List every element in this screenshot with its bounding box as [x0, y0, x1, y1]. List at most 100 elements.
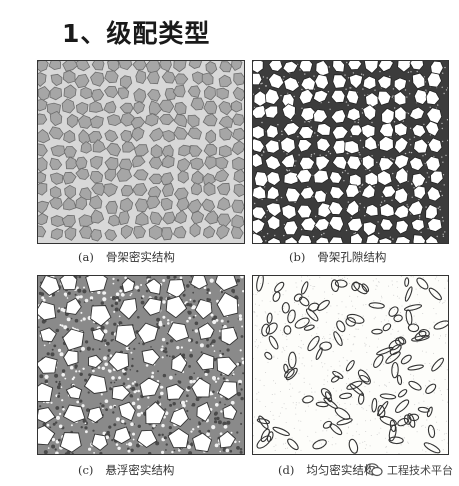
aggregate-stone — [393, 90, 407, 106]
aggregate-stone — [38, 143, 48, 157]
void-dot — [253, 93, 254, 95]
aggregate-stone — [92, 139, 107, 153]
fine-particle — [110, 381, 113, 384]
fine-particle — [340, 389, 342, 391]
aggregate-stone — [331, 125, 349, 140]
void-dot — [402, 120, 404, 122]
aggregate-stone — [191, 377, 211, 398]
wechat-icon — [365, 463, 383, 477]
void-dot — [392, 238, 394, 240]
fine-particle — [282, 331, 284, 333]
fine-particle — [350, 422, 352, 424]
void-dot — [442, 161, 444, 163]
aggregate-stone — [346, 107, 361, 122]
aggregate-stone — [169, 407, 189, 428]
aggregate-stone — [89, 155, 103, 170]
fine-particle — [206, 338, 209, 342]
aggregate-stone — [191, 71, 205, 85]
fine-particle — [285, 290, 287, 292]
fine-particle — [258, 304, 260, 306]
fine-particle — [279, 310, 281, 312]
void-dot — [304, 73, 306, 75]
fine-particle — [49, 426, 52, 429]
fine-particle — [186, 284, 190, 288]
aggregate-particle — [256, 276, 264, 292]
aggregate-stone — [90, 305, 112, 327]
aggregate-stone — [377, 90, 392, 106]
fine-particle — [446, 279, 448, 281]
fine-particle — [195, 397, 200, 402]
void-dot — [276, 199, 278, 201]
fine-particle — [373, 300, 375, 302]
fine-particle — [189, 443, 194, 447]
aggregate-particle — [272, 426, 290, 437]
fine-particle — [328, 418, 330, 420]
aggregate-stone — [134, 198, 149, 213]
void-dot — [320, 234, 323, 236]
fine-particle — [182, 293, 186, 297]
aggregate-stone — [377, 75, 392, 90]
void-dot — [409, 127, 412, 129]
void-dot — [347, 201, 349, 203]
void-dot — [328, 66, 330, 68]
fine-particle — [332, 437, 334, 438]
aggregate-stone — [89, 170, 104, 184]
fine-particle — [346, 432, 348, 434]
fine-particle — [136, 443, 140, 448]
fine-particle — [257, 345, 259, 347]
fine-particle — [169, 375, 173, 380]
fine-particle — [80, 426, 83, 429]
void-dot — [397, 188, 399, 190]
fine-particle — [295, 282, 297, 284]
fine-particle — [107, 354, 110, 357]
fine-particle — [337, 313, 339, 315]
fine-particle — [415, 421, 417, 423]
fine-particle — [347, 278, 348, 280]
fine-particle — [365, 337, 367, 339]
fine-particle — [431, 428, 433, 430]
aggregate-stone — [192, 432, 213, 453]
fine-particle — [236, 362, 240, 366]
fine-particle — [191, 305, 196, 310]
aggregate-stone — [147, 88, 161, 102]
aggregate-stone — [166, 383, 186, 400]
void-dot — [444, 231, 446, 233]
fine-particle — [236, 446, 240, 450]
fine-particle — [327, 375, 329, 377]
aggregate-stone — [173, 61, 187, 73]
aggregate-stone — [381, 185, 397, 198]
void-dot — [423, 123, 425, 126]
fine-particle — [215, 403, 219, 407]
fine-particle — [190, 430, 193, 433]
void-dot — [293, 95, 295, 98]
fine-particle — [54, 373, 59, 378]
fine-particle — [421, 425, 423, 427]
aggregate-stone — [425, 89, 441, 106]
void-dot — [307, 120, 309, 123]
fine-particle — [188, 375, 193, 380]
fine-particle — [356, 328, 358, 330]
aggregate-stone — [63, 129, 76, 144]
fine-particle — [342, 339, 344, 341]
aggregate-stone — [202, 225, 216, 239]
void-dot — [410, 71, 412, 73]
fine-particle — [114, 301, 119, 306]
fine-particle — [305, 410, 306, 412]
fine-particle — [191, 442, 193, 444]
aggregate-particle — [345, 317, 357, 327]
fine-particle — [341, 335, 343, 337]
aggregate-stone — [174, 209, 188, 224]
fine-particle — [369, 345, 371, 347]
caption-a-text: 骨架密实结构 — [105, 250, 175, 264]
fine-particle — [282, 308, 284, 310]
fine-particle — [267, 282, 269, 284]
aggregate-stone — [50, 228, 64, 240]
void-dot — [354, 232, 357, 234]
fine-particle — [433, 392, 435, 394]
aggregate-stone — [376, 170, 393, 186]
void-dot — [260, 83, 262, 85]
fine-particle — [327, 441, 329, 442]
fine-particle — [277, 357, 279, 359]
aggregate-stone — [328, 236, 344, 243]
fine-particle — [433, 308, 435, 309]
